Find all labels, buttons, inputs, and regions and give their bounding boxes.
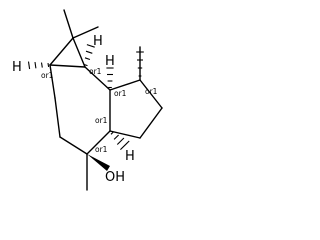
bond-c9-c10 bbox=[139, 107, 163, 139]
bond-c4-c5 bbox=[86, 130, 111, 155]
cycloheptane-ring bbox=[49, 64, 111, 155]
stereo-label-c8: or1 bbox=[145, 87, 158, 96]
stereo-label-c1: or1 bbox=[41, 71, 54, 80]
bond-c8-c9 bbox=[139, 79, 163, 109]
stereo-label-c4: or1 bbox=[95, 116, 108, 125]
bond-c6-c7 bbox=[54, 97, 61, 138]
stereo-label-c5: or1 bbox=[95, 145, 108, 154]
bond-c3-c8 bbox=[109, 79, 141, 91]
bond-c11-c2 bbox=[72, 37, 86, 68]
hashed-bond-c3-h bbox=[106, 67, 114, 89]
hydrogen-label-c1: H bbox=[12, 60, 22, 75]
hashed-bond-c8-methyl bbox=[136, 51, 144, 77]
gem-dimethyl bbox=[63, 9, 99, 39]
cyclopentane-ring bbox=[109, 79, 163, 139]
hydrogen-label-c2: H bbox=[93, 34, 103, 49]
wedge-bond-c5-oh bbox=[87, 154, 110, 171]
stereo-label-c3: or1 bbox=[114, 89, 127, 98]
cyclopropane-ring bbox=[49, 37, 86, 68]
hashed-bond-c1-h bbox=[27, 61, 50, 70]
bond-c10-c4 bbox=[109, 130, 141, 139]
bond-methyl-right bbox=[72, 26, 99, 39]
hydroxyl-label: OH bbox=[105, 170, 125, 185]
bond-c7-c1 bbox=[49, 64, 56, 99]
hydrogen-label-c4: H bbox=[125, 149, 135, 164]
hashed-bond-c2-h bbox=[83, 44, 95, 67]
bond-c1-c2 bbox=[49, 64, 86, 68]
hashed-bond-c4-h bbox=[110, 131, 130, 150]
chemical-structure-diagram: H H H H or1 or1 or1 or1 or1 or1 OH bbox=[12, 9, 163, 191]
bond-c11-c1 bbox=[49, 37, 74, 66]
stereo-label-c2: or1 bbox=[89, 67, 102, 76]
hydrogen-label-c3: H bbox=[105, 54, 115, 69]
bond-methyl-left bbox=[63, 9, 74, 39]
bond-c2-c3 bbox=[84, 66, 111, 91]
bond-c5-c6 bbox=[59, 136, 88, 155]
